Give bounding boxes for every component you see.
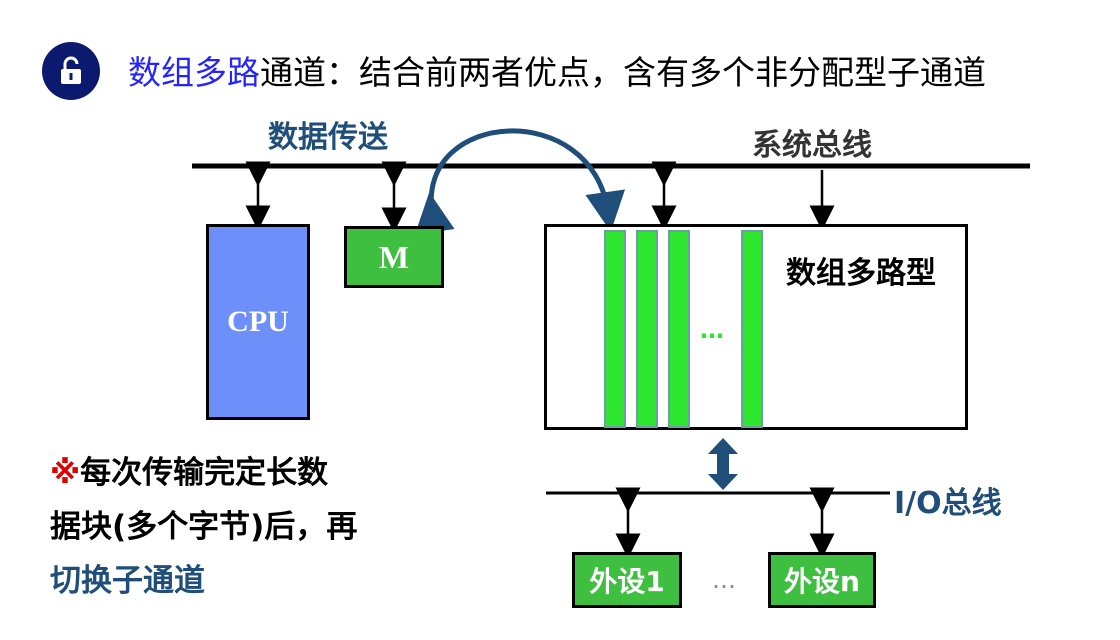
device-ellipsis: … (712, 566, 736, 594)
note-line3: 切换子通道 (50, 563, 205, 599)
subchannel-2 (636, 230, 658, 428)
io-bus-label: I/O总线 (894, 486, 1002, 521)
cpu-block: CPU (206, 224, 310, 420)
data-transfer-label: 数据传送 (268, 120, 388, 155)
title-highlight: 数组多路 (128, 53, 260, 92)
unlock-icon (61, 56, 81, 84)
device-n: 外设n (768, 552, 876, 608)
device-1: 外设1 (572, 552, 682, 608)
data-transfer-arrow (414, 128, 625, 235)
mux-io-fat-arrow (708, 438, 738, 490)
device-1-label: 外设1 (589, 565, 665, 598)
device-n-label: 外设n (784, 565, 860, 598)
lock-badge (42, 42, 100, 100)
note-line1: 每次传输完定长数 (80, 455, 329, 491)
subchannel-n (741, 230, 763, 428)
subchannel-ellipsis: … (700, 316, 724, 344)
memory-label: M (378, 238, 410, 275)
subchannel-3 (668, 230, 690, 428)
slide-title: 数组多路通道：结合前两者优点，含有多个非分配型子通道 (128, 46, 986, 94)
note-mark: ※ (50, 455, 81, 491)
subchannel-1 (604, 230, 626, 428)
system-bus-label: 系统总线 (752, 128, 872, 163)
note-text: ※每次传输完定长数 据块(多个字节)后，再 切换子通道 (50, 446, 470, 608)
cpu-label: CPU (227, 305, 289, 338)
title-rest: 通道：结合前两者优点，含有多个非分配型子通道 (260, 53, 986, 92)
note-line2: 据块(多个字节)后，再 (50, 509, 358, 545)
mux-type-label: 数组多路型 (786, 256, 936, 291)
memory-block: M (344, 226, 444, 288)
